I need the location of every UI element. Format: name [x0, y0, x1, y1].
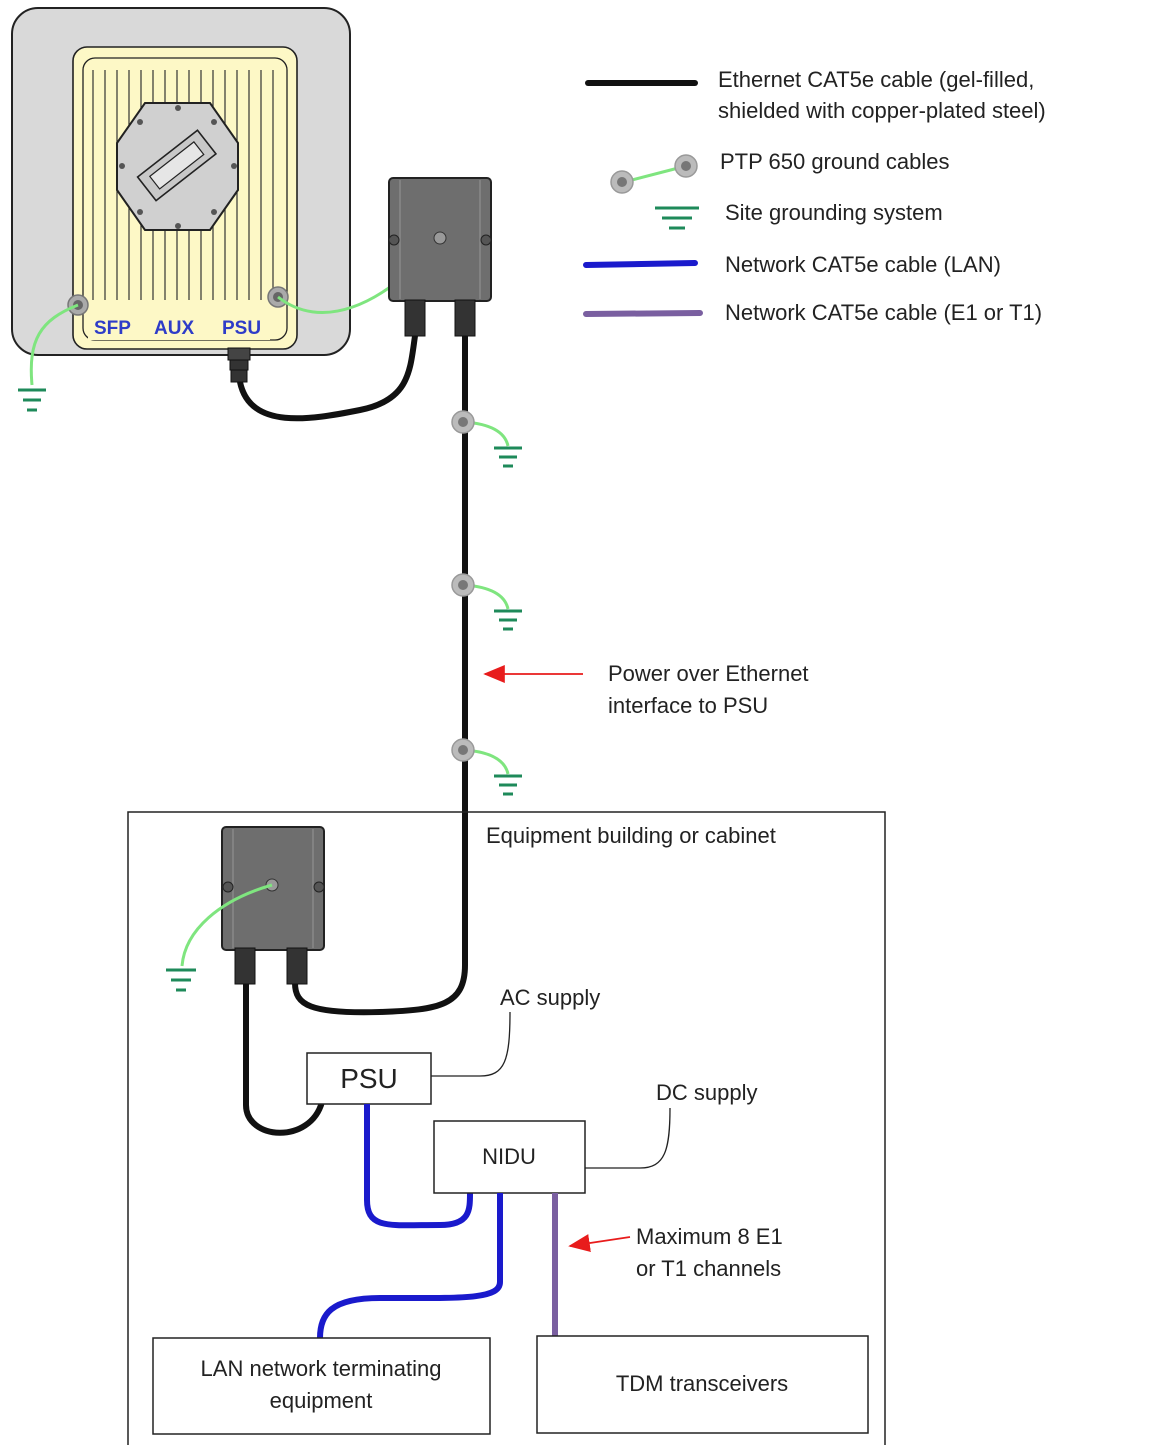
purple-cable-icon	[583, 310, 703, 317]
legend-site-grounding: Site grounding system	[725, 200, 943, 225]
legend-e1t1-cable: Network CAT5e cable (E1 or T1)	[725, 300, 1042, 325]
max-channels-line1: Maximum 8 E1	[636, 1224, 783, 1249]
lan-equipment-label-line2: equipment	[270, 1388, 373, 1413]
ground-cable-icon	[610, 154, 698, 194]
blue-cable-icon	[583, 260, 698, 268]
legend-ground-cables: PTP 650 ground cables	[720, 149, 950, 174]
ac-supply-label: AC supply	[500, 985, 600, 1010]
port-label-sfp: SFP	[94, 318, 131, 339]
poe-label-line1: Power over Ethernet	[608, 661, 809, 686]
ground-cable	[180, 883, 273, 967]
port-label-psu: PSU	[222, 318, 261, 339]
ground-clamp-1	[451, 410, 522, 468]
odu-unit: SFP AUX PSU	[11, 7, 351, 383]
legend-ethernet-line2: shielded with copper-plated steel)	[718, 98, 1046, 123]
ethernet-cable-main	[292, 336, 468, 1016]
legend: Ethernet CAT5e cable (gel-filled, shield…	[583, 67, 1046, 325]
max-channels-arrow	[568, 1234, 631, 1252]
lower-lpu-box	[221, 826, 325, 985]
upper-lpu-box	[388, 177, 492, 337]
cabinet-label: Equipment building or cabinet	[486, 823, 776, 848]
tdm-transceivers-label: TDM transceivers	[616, 1371, 788, 1396]
lan-cable	[364, 1104, 473, 1229]
lan-equipment-label-line1: LAN network terminating	[201, 1356, 442, 1381]
odu-connector-slot	[136, 129, 218, 202]
ethernet-cable	[243, 984, 325, 1136]
poe-label-line2: interface to PSU	[608, 693, 768, 718]
site-ground-icon	[166, 968, 196, 992]
equipment-cabinet-outline	[127, 811, 886, 1445]
odu-cable-gland	[227, 347, 251, 383]
ground-clamp-3	[451, 738, 522, 796]
ground-cable	[29, 303, 79, 386]
max-channels-line2: or T1 channels	[636, 1256, 781, 1281]
tdm-transceivers-box	[536, 1335, 869, 1434]
lan-cable	[317, 1193, 503, 1339]
legend-ethernet-line1: Ethernet CAT5e cable (gel-filled,	[718, 67, 1034, 92]
psu-box-label: PSU	[340, 1063, 398, 1094]
site-ground-icon	[18, 388, 46, 412]
ground-symbol-icon	[655, 206, 699, 230]
ground-clamp-2	[451, 573, 522, 631]
ethernet-cable	[237, 335, 418, 422]
legend-lan-cable: Network CAT5e cable (LAN)	[725, 252, 1001, 277]
lan-equipment-box	[152, 1337, 491, 1435]
dc-supply-label: DC supply	[656, 1080, 757, 1105]
port-label-aux: AUX	[154, 318, 194, 339]
nidu-box	[433, 1120, 586, 1194]
nidu-box-label: NIDU	[482, 1144, 536, 1169]
